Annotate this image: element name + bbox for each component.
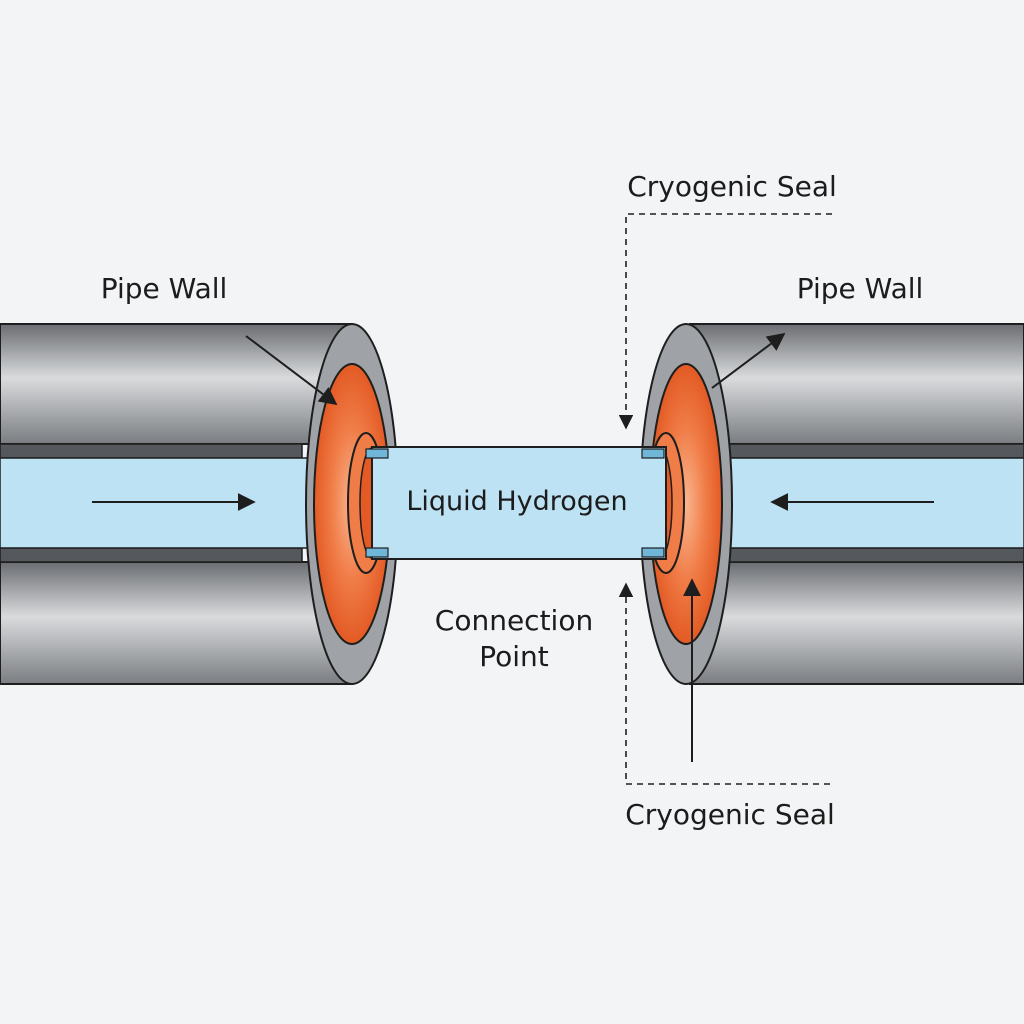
connection-collar-left-bottom <box>365 547 389 558</box>
connection-hydrogen-channel <box>371 446 667 560</box>
left-pipe-upper-wall <box>0 323 353 445</box>
pipe-wall-left-label: Pipe Wall <box>101 272 228 305</box>
connection-tube <box>365 446 667 560</box>
left-pipe-lower-wall <box>0 561 353 685</box>
pipe-wall-right-label: Pipe Wall <box>797 272 924 305</box>
left-pipe-inner-lip-bottom <box>0 547 303 563</box>
right-pipe-lower-wall <box>689 561 1024 685</box>
pipe-wall-right-leader <box>711 332 786 389</box>
right-pipe-upper-wall <box>689 323 1024 445</box>
pipe-wall-left-leader <box>245 335 338 406</box>
liquid-hydrogen-label: Liquid Hydrogen <box>406 486 627 517</box>
cryogenic-seal-top-leader <box>618 213 832 430</box>
connection-collar-left-top <box>365 448 389 459</box>
left-pipe-inner-lip-top <box>0 443 303 459</box>
left-pipe <box>0 323 399 685</box>
right-pipe-inner-lip-bottom <box>721 547 1024 563</box>
right-pipe-inner-lip-top <box>721 443 1024 459</box>
connection-point-label-line1: Connection <box>435 604 593 637</box>
connection-collar-right-top <box>641 448 665 459</box>
right-pipe <box>639 323 1024 685</box>
connection-point-label-line2: Point <box>479 640 549 673</box>
cryogenic-seal-bottom-leader <box>618 582 830 785</box>
cryogenic-seal-bottom-label: Cryogenic Seal <box>625 798 835 831</box>
connection-collar-right-bottom <box>641 547 665 558</box>
cryogenic-seal-top-label: Cryogenic Seal <box>627 170 837 203</box>
